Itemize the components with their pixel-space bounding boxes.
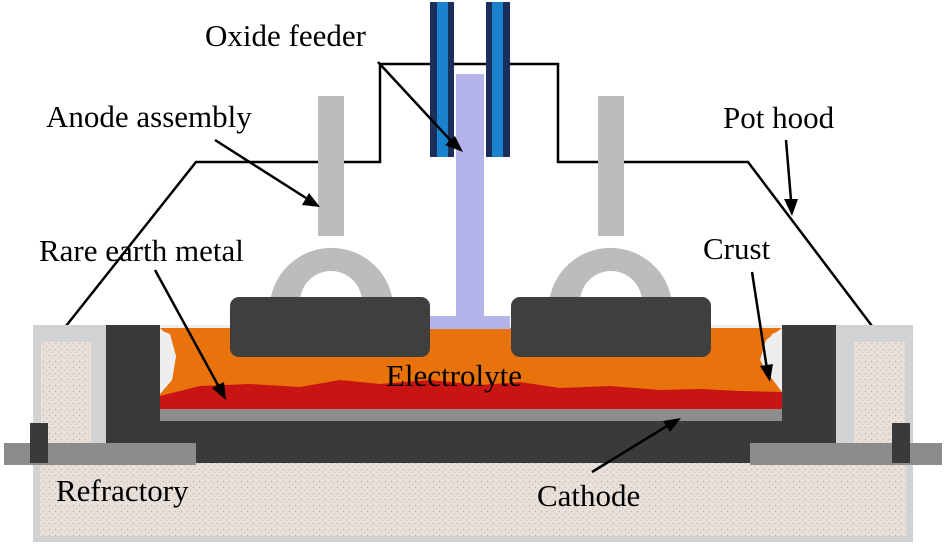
left-anode-block: [230, 297, 430, 357]
crust-label: Crust: [703, 231, 771, 266]
current-collector-bars: [4, 423, 942, 465]
anode-assembly-arrow: [214, 138, 307, 200]
oxide-feeder-arrow: [377, 61, 454, 144]
crust-right: [762, 330, 782, 392]
right-anode-ring: [549, 247, 672, 302]
oxide-feeder-arrowhead: [445, 136, 463, 152]
right-anode-block: [511, 297, 711, 357]
rare-earth-metal-label: Rare earth metal: [39, 233, 244, 268]
crust-left: [160, 330, 176, 394]
feeder-tube: [456, 74, 484, 319]
pot-hood-arrow: [784, 139, 793, 201]
refractory-bottom-fill: [40, 462, 906, 536]
left-collector-cap: [30, 423, 48, 463]
refractory-left-fill: [41, 342, 91, 462]
left-anode-rod: [318, 96, 344, 236]
refractory-label: Refractory: [56, 473, 189, 508]
anode-assembly-arrowhead: [302, 193, 320, 207]
right-collector-cap: [892, 423, 910, 463]
right-anode-assembly: [511, 96, 711, 357]
rare-earth-metal-arrow: [153, 269, 221, 388]
left-collector-bar: [4, 443, 196, 465]
anode-assembly-label: Anode assembly: [46, 99, 252, 134]
right-anode-rod: [598, 96, 624, 236]
feeder-right-casing-light: [492, 2, 503, 157]
cathode-plate: [160, 409, 782, 421]
cathode-label: Cathode: [537, 478, 640, 513]
leader-arrows: [153, 61, 798, 474]
left-anode-ring: [270, 247, 393, 302]
oxide-feeder: [430, 2, 510, 329]
left-anode-assembly: [230, 96, 430, 357]
right-collector-bar: [750, 443, 942, 465]
rare-earth-metal-arrowhead: [212, 382, 226, 400]
cathode-arrowhead: [663, 418, 681, 432]
electrolyte-label: Electrolyte: [386, 358, 522, 393]
pot-hood-arrowhead: [784, 199, 798, 216]
rare-earth-metal-layer: [160, 380, 782, 410]
feeder-outlet: [430, 316, 510, 329]
pot-hood-outline: [65, 62, 873, 327]
feeder-left-casing-light: [437, 2, 448, 157]
crust-arrow: [750, 271, 769, 370]
crust-arrowhead: [760, 364, 773, 382]
pot-hood-label: Pot hood: [723, 100, 835, 135]
cathode-arrow: [591, 424, 668, 474]
oxide-feeder-label: Oxide feeder: [205, 18, 367, 53]
